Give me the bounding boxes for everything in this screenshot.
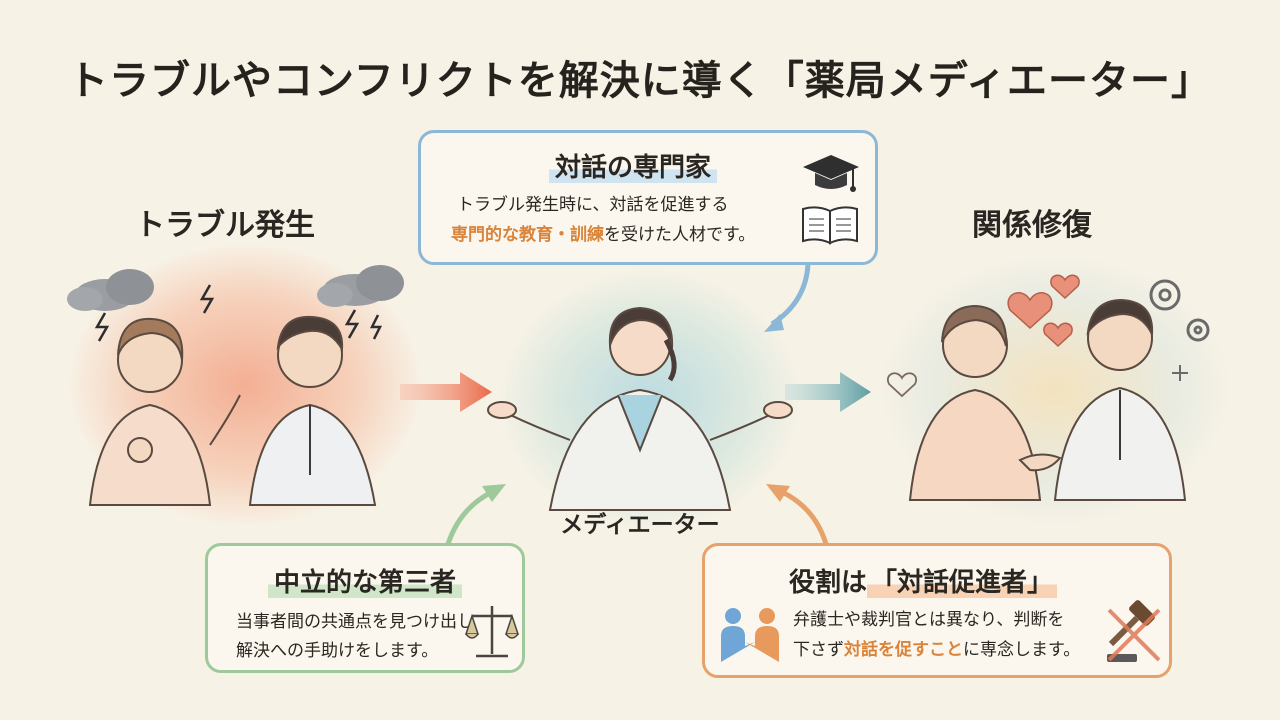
repair-heading: 関係修復: [972, 208, 1092, 243]
heart-icon: [887, 372, 917, 398]
neutral-line1: 当事者間の共通点を見つけ出し: [236, 612, 474, 632]
neutral-heading: 中立的な第三者: [268, 562, 463, 599]
neutral-box: 中立的な第三者 当事者間の共通点を見つけ出し 解決への手助けをします。: [205, 543, 525, 673]
gavel-crossed-icon: [1107, 600, 1161, 662]
neutral-line2: 解決への手助けをします。: [236, 641, 439, 661]
mediator-label: メディエーター: [560, 512, 720, 538]
lightning-icon: [94, 284, 383, 342]
gear-icon: [1149, 279, 1210, 342]
expert-line2: 専門的な教育・訓練を受けた人材です。: [451, 225, 756, 245]
storm-cloud-icon: [67, 269, 154, 311]
trouble-heading: トラブル発生: [135, 208, 315, 243]
role-pointer-arrow: [766, 484, 829, 545]
mediator-illustration: [487, 306, 793, 511]
role-line2: 下さず対話を促すことに専念します。: [793, 640, 1081, 660]
page-title: トラブルやコンフリクトを解決に導く「薬局メディエーター」: [68, 58, 1212, 104]
expert-box: 対話の専門家 トラブル発生時に、対話を促進する 専門的な教育・訓練を受けた人材で…: [418, 130, 878, 265]
expert-pointer-arrow: [764, 263, 811, 332]
neutral-pointer-arrow: [445, 484, 506, 545]
graduation-cap-icon: [803, 155, 859, 192]
handshake-people-icon: [721, 608, 779, 662]
role-line1: 弁護士や裁判官とは異なり、判断を: [793, 610, 1065, 630]
stressed-man-figure: [248, 315, 377, 506]
expert-line1: トラブル発生時に、対話を促進する: [457, 195, 729, 215]
arrow-to-repair: [785, 372, 871, 412]
heart-icon: [1007, 274, 1080, 348]
expert-highlight: 専門的な教育・訓練: [451, 225, 604, 245]
angry-woman-figure: [88, 317, 241, 506]
role-box: 役割は「対話促進者」 弁護士や裁判官とは異なり、判断を 下さず対話を促すことに専…: [702, 543, 1172, 678]
trouble-illustration: [67, 265, 404, 506]
scales-icon: [464, 606, 520, 658]
arrow-to-mediator: [400, 372, 492, 412]
open-book-icon: [802, 206, 858, 245]
role-heading: 役割は「対話促進者」: [789, 562, 1058, 599]
repair-illustration: [887, 274, 1210, 501]
expert-heading: 対話の専門家: [549, 147, 718, 184]
role-highlight: 対話を促すこと: [844, 640, 963, 660]
sparkle-icon: [1172, 365, 1188, 381]
storm-cloud-icon: [317, 265, 404, 307]
